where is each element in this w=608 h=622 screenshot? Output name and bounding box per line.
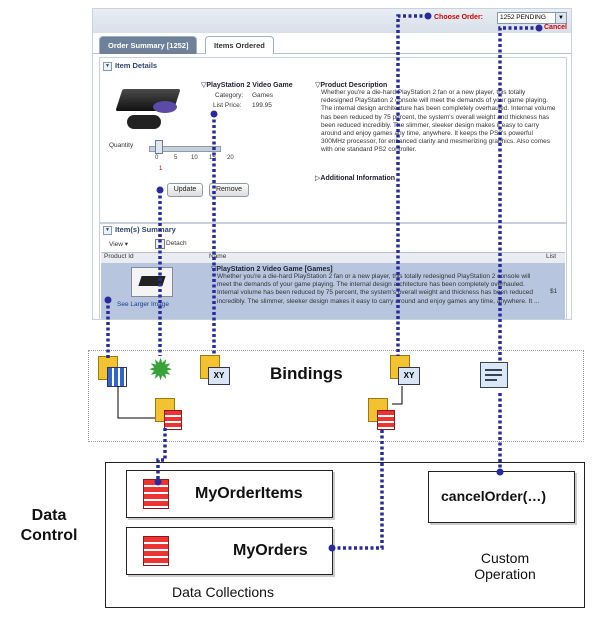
collection-icon — [143, 536, 169, 566]
myorderitems-label: MyOrderItems — [195, 485, 303, 502]
category-label: Category: — [215, 92, 244, 99]
iterator-binding-icon — [155, 398, 182, 430]
row-title: ▽PlayStation 2 Video Game [Games] — [211, 266, 333, 273]
slider-tick-0: 0 — [155, 155, 159, 161]
bindings-title: Bindings — [270, 364, 343, 383]
choose-order-value: 1252 PENDING — [500, 14, 546, 21]
quantity-label: Quantity — [109, 142, 134, 149]
slider-tick-15: 15 — [209, 155, 216, 161]
data-control-label-line2: Control — [20, 527, 78, 544]
slider-value: 1 — [159, 166, 163, 172]
item-details-title: Item Details — [115, 61, 158, 70]
see-larger-image-link[interactable]: See Larger Image — [117, 301, 170, 308]
item-details-panel — [99, 57, 567, 223]
item-details-header[interactable]: ▼Item Details — [103, 61, 157, 71]
description-header[interactable]: ▽Product Description — [315, 82, 388, 89]
disc-shape — [153, 101, 177, 113]
controller-shape — [127, 115, 161, 129]
row-description: Whether you're a die-hard PlayStation 2 … — [217, 273, 540, 305]
category-value: Games — [252, 92, 273, 99]
attribute-binding-icon-2: XY — [390, 355, 420, 385]
col-list[interactable]: List — [546, 253, 557, 260]
detach-button[interactable]: Detach — [166, 240, 187, 247]
tab-items-ordered[interactable]: Items Ordered — [205, 36, 274, 54]
data-control-label: Data Control — [4, 506, 94, 546]
cancelorder-operation: cancelOrder(…) — [428, 471, 575, 523]
remove-button[interactable]: Remove — [209, 183, 249, 197]
tree-binding-icon — [98, 356, 127, 387]
choose-order-label: Choose Order: — [434, 14, 484, 21]
items-summary-title: Item(s) Summary — [115, 225, 176, 234]
method-binding-icon — [480, 362, 508, 388]
collection-icon — [143, 479, 169, 509]
iterator-binding-icon-2 — [368, 398, 395, 430]
app-screenshot-panel: Choose Order: 1252 PENDING ▼ Cancel Orde… — [92, 8, 572, 320]
product-image — [113, 81, 185, 139]
console-shape — [138, 276, 166, 286]
slider-tick-5: 5 — [174, 155, 178, 161]
additional-info-header[interactable]: ▷Additional Information — [315, 175, 396, 182]
custom-operation-caption: Custom Operation — [450, 550, 560, 582]
list-price-label: List Price: — [213, 102, 242, 109]
chevron-down-icon: ▼ — [555, 13, 566, 23]
app-header-bar — [93, 9, 571, 33]
detach-icon — [155, 239, 165, 249]
myorders-label: MyOrders — [233, 542, 308, 559]
myorders-collection: MyOrders — [126, 527, 333, 575]
items-summary-panel — [99, 223, 567, 319]
attribute-binding-icon: XY — [200, 355, 230, 385]
collapse-icon: ▼ — [103, 225, 112, 235]
row-list-price: $1 — [550, 288, 558, 295]
collapse-icon: ▼ — [103, 61, 112, 71]
col-product-id[interactable]: Product Id — [104, 253, 134, 260]
list-price-value: 199.95 — [252, 102, 272, 109]
slider-tick-10: 10 — [191, 155, 198, 161]
items-summary-header[interactable]: ▼Item(s) Summary — [103, 225, 176, 235]
quantity-slider-track[interactable] — [149, 146, 221, 152]
action-binding-icon: ✹ — [148, 354, 174, 387]
update-button[interactable]: Update — [167, 183, 203, 197]
col-name[interactable]: Name — [209, 253, 227, 260]
description-text: Whether you're a die-hard PlayStation 2 … — [321, 89, 556, 154]
tab-order-summary[interactable]: Order Summary [1252] — [99, 36, 198, 54]
quantity-slider-thumb[interactable] — [155, 140, 163, 154]
view-menu[interactable]: View ▾ — [109, 241, 129, 248]
data-collections-caption: Data Collections — [172, 584, 274, 600]
myorderitems-collection: MyOrderItems — [126, 470, 333, 518]
data-control-label-line1: Data — [31, 507, 67, 524]
cancelorder-label: cancelOrder(…) — [441, 488, 547, 504]
product-title: ▽PlayStation 2 Video Game — [201, 82, 293, 89]
slider-tick-20: 20 — [227, 155, 234, 161]
choose-order-select[interactable]: 1252 PENDING ▼ — [497, 12, 567, 24]
custom-operation-caption-line1: Custom — [480, 550, 530, 566]
cancel-link[interactable]: Cancel — [544, 24, 567, 31]
table-row[interactable] — [101, 263, 565, 319]
custom-operation-caption-line2: Operation — [474, 566, 536, 582]
row-thumbnail — [131, 267, 173, 297]
